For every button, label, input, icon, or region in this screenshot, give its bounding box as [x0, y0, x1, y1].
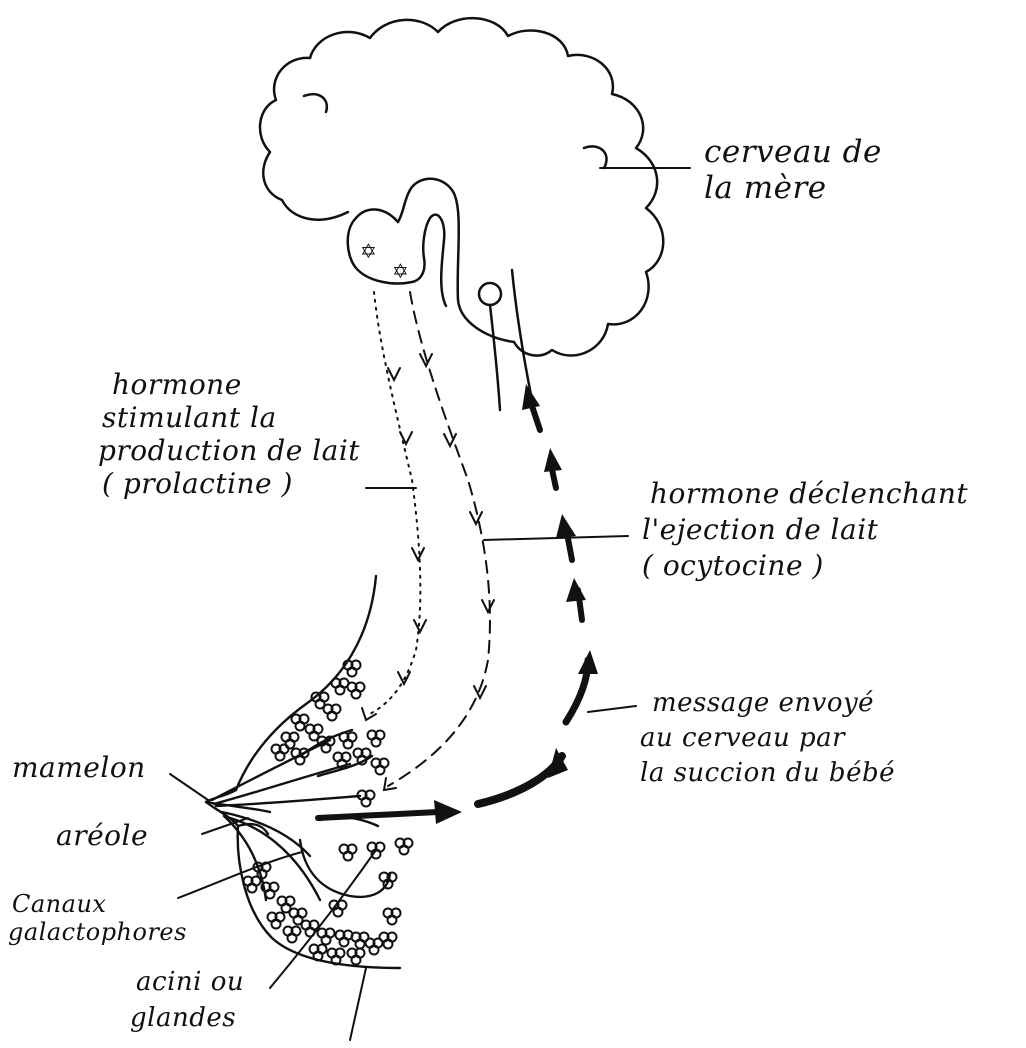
message-arrowheads — [434, 384, 598, 824]
acinus-cluster — [372, 759, 389, 775]
acinus-cluster — [318, 929, 335, 945]
acinus-cluster — [366, 939, 383, 955]
leader-lines — [170, 168, 690, 1040]
brain-outline — [260, 18, 663, 355]
acinus-cluster — [340, 733, 357, 749]
prolactin-path — [362, 292, 426, 720]
label-acini-line1: acini ou — [130, 964, 244, 1000]
acinus-cluster — [268, 913, 285, 929]
label-oxytocin-line3: ( ocytocine ) — [642, 548, 968, 584]
label-message-line3: la succion du bébé — [640, 756, 895, 791]
acinus-cluster — [348, 949, 365, 965]
label-brain: cerveau de la mère — [704, 134, 882, 206]
label-acini: acini ou glandes — [130, 964, 244, 1036]
acinus-cluster — [284, 927, 301, 943]
label-acini-line2: glandes — [130, 1000, 244, 1036]
label-prolactin-line3: production de lait — [98, 434, 360, 467]
label-message-line2: au cerveau par — [640, 721, 895, 756]
label-brain-line1: cerveau de — [704, 134, 882, 170]
acinus-cluster — [324, 705, 341, 721]
acinus-cluster — [282, 733, 299, 749]
label-areola: aréole — [56, 818, 148, 854]
acinus-cluster — [302, 921, 319, 937]
acinus-cluster — [348, 683, 365, 699]
acinus-cluster — [368, 731, 385, 747]
label-ducts: Canaux galactophores — [8, 890, 187, 946]
label-ducts-line2: galactophores — [8, 918, 187, 946]
acinus-cluster — [340, 845, 357, 861]
svg-text:✡: ✡ — [360, 239, 377, 263]
label-prolactin-line2: stimulant la — [98, 401, 360, 434]
svg-text:✡: ✡ — [392, 259, 409, 283]
label-ducts-line1: Canaux — [8, 890, 187, 918]
label-nipple: mamelon — [12, 750, 146, 786]
acinus-cluster — [384, 909, 401, 925]
acinus-cluster — [396, 839, 413, 855]
label-oxytocin: hormone déclenchant l'ejection de lait (… — [642, 476, 968, 584]
label-prolactin: hormone stimulant la production de lait … — [98, 368, 360, 500]
label-brain-line2: la mère — [704, 170, 882, 206]
acinus-cluster — [380, 873, 397, 889]
maternal-brain: ✡ ✡ — [260, 18, 663, 410]
label-oxytocin-line1: hormone déclenchant — [642, 476, 968, 512]
acinus-cluster — [336, 931, 353, 947]
label-message-line1: message envoyé — [640, 686, 895, 721]
label-prolactin-line1: hormone — [98, 368, 360, 401]
acinus-cluster — [358, 791, 375, 807]
label-oxytocin-line2: l'ejection de lait — [642, 512, 968, 548]
acinus-cluster — [318, 737, 335, 753]
label-prolactin-line4: ( prolactine ) — [98, 467, 360, 500]
label-message: message envoyé au cerveau par la succion… — [640, 686, 895, 791]
oxytocin-path — [384, 292, 494, 790]
